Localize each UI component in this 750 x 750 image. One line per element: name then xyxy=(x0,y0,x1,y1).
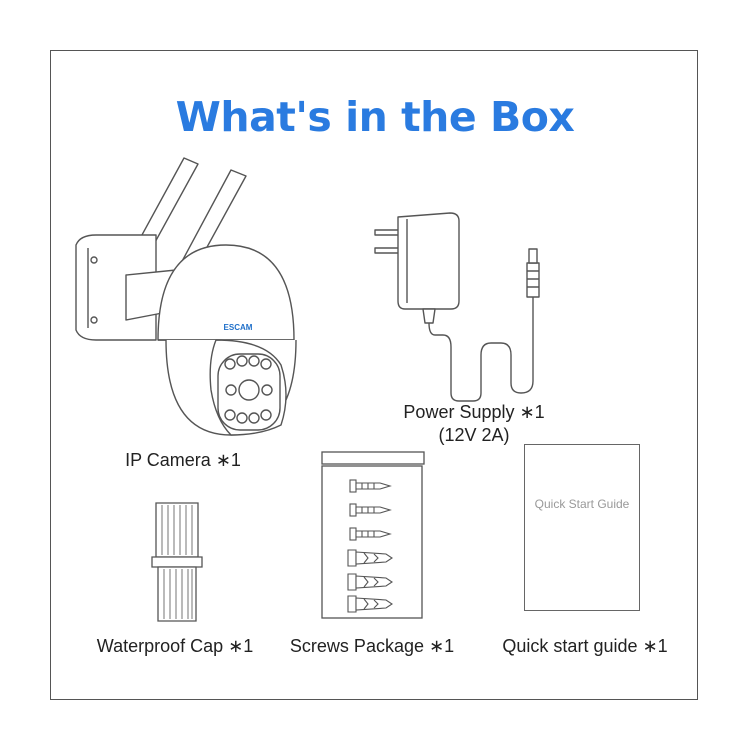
power-adapter-icon xyxy=(374,212,540,402)
screws-package-icon xyxy=(321,451,425,619)
content-frame xyxy=(50,50,698,700)
quick-start-guide-label: Quick start guide ∗1 xyxy=(502,636,668,656)
quick-start-guide-icon: Quick Start Guide xyxy=(524,444,640,611)
camera-brand-text: ESCAM xyxy=(224,323,253,332)
ip-camera-icon: ESCAM xyxy=(75,157,297,436)
waterproof-cap-label: Waterproof Cap ∗1 xyxy=(96,636,254,656)
ip-camera-label: IP Camera ∗1 xyxy=(125,450,241,470)
power-supply-spec-label: (12V 2A) xyxy=(438,425,510,445)
screws-package-label: Screws Package ∗1 xyxy=(289,636,455,656)
power-supply-label: Power Supply ∗1 xyxy=(403,402,545,422)
waterproof-cap-icon xyxy=(151,502,203,622)
page-title: What's in the Box xyxy=(175,93,575,141)
guide-cover-text: Quick Start Guide xyxy=(534,497,630,511)
